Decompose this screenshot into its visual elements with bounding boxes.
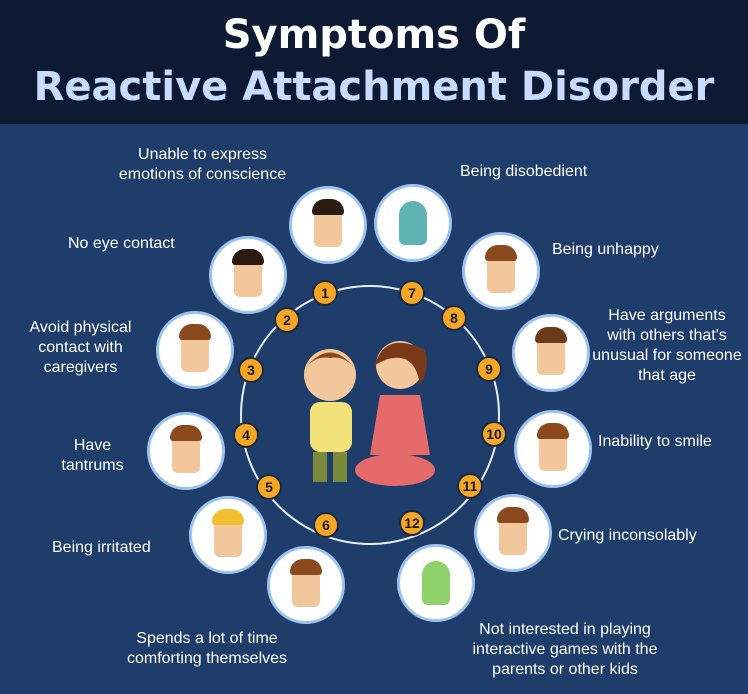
symptom-12-illustration (397, 544, 475, 622)
symptom-11-label: Crying inconsolably (558, 527, 697, 544)
symptom-12-label: Not interested in playing interactive ga… (472, 621, 658, 678)
symptom-8-label: Being unhappy (552, 241, 659, 258)
symptom-11-illustration (474, 494, 552, 572)
symptom-3-illustration (156, 311, 234, 389)
symptom-5-label: Being irritated (52, 539, 151, 556)
symptom-7-label: Being disobedient (460, 163, 588, 180)
symptom-1-label: Unable to express emotions of conscience (118, 146, 287, 183)
badge-10: 10 (481, 421, 507, 447)
title-line-2: Reactive Attachment Disorder (33, 64, 715, 110)
symptom-2-label: No eye contact (68, 235, 175, 252)
symptom-4-label: Have tantrums (61, 437, 124, 474)
symptom-6-illustration (267, 546, 345, 624)
badge-9: 9 (476, 356, 502, 382)
symptom-10-illustration (514, 410, 592, 488)
badge-11: 11 (457, 473, 483, 499)
header: Symptoms Of Reactive Attachment Disorder (0, 0, 748, 124)
symptom-9-label: Have arguments with others that's unusua… (592, 307, 742, 384)
badge-1: 1 (312, 280, 338, 306)
symptom-1-illustration (289, 186, 367, 264)
symptom-8-illustration (462, 232, 540, 310)
badge-5: 5 (256, 474, 282, 500)
symptom-7-illustration (374, 184, 452, 262)
symptom-ring (240, 285, 500, 545)
symptom-2-illustration (209, 236, 287, 314)
badge-3: 3 (238, 357, 264, 383)
badge-4: 4 (233, 422, 259, 448)
symptom-6-label: Spends a lot of time comforting themselv… (126, 630, 288, 667)
symptom-3-label: Avoid physical contact with caregivers (29, 319, 132, 376)
child-and-caregiver-illustration (304, 341, 435, 486)
badge-2: 2 (274, 307, 300, 333)
badge-8: 8 (441, 305, 467, 331)
badge-12: 12 (399, 510, 425, 536)
symptom-4-illustration (147, 412, 225, 490)
symptom-9-illustration (512, 314, 590, 392)
badge-7: 7 (399, 280, 425, 306)
title-line-1: Symptoms Of (222, 12, 526, 58)
badge-6: 6 (313, 512, 339, 538)
symptom-5-illustration (189, 496, 267, 574)
symptom-10-label: Inability to smile (598, 433, 712, 450)
